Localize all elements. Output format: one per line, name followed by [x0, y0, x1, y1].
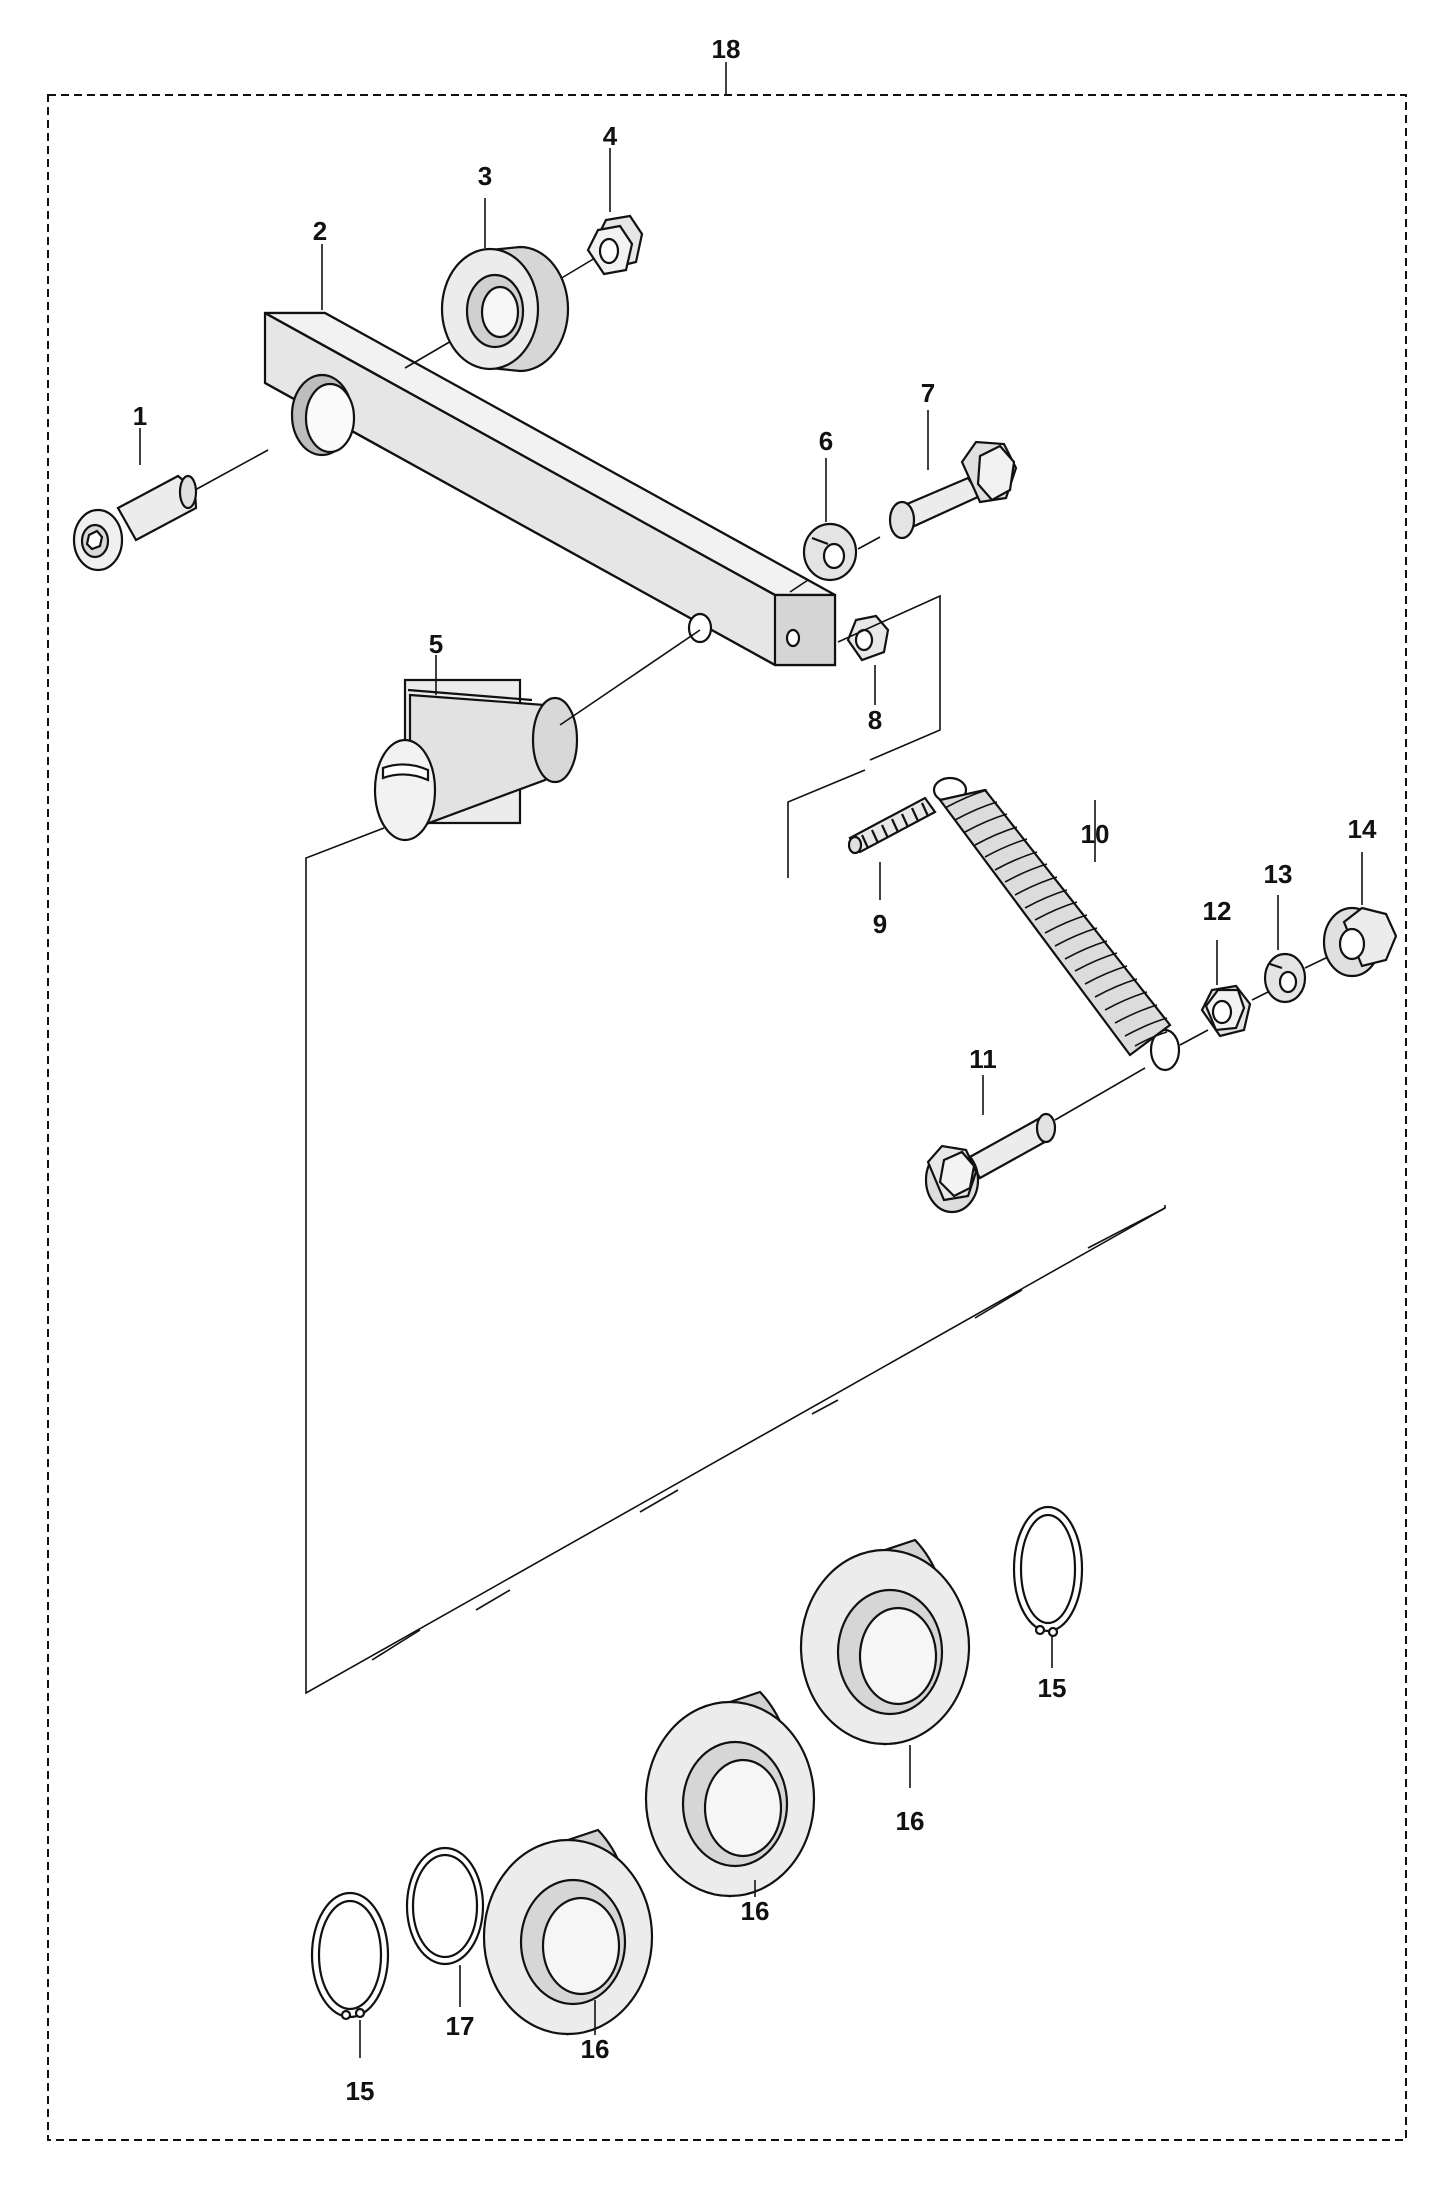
- part-3-bearing: [440, 245, 570, 373]
- label-14: 14: [1348, 814, 1377, 844]
- label-12: 12: [1203, 896, 1232, 926]
- label-18: 18: [712, 34, 741, 64]
- label-17: 17: [446, 2011, 475, 2041]
- part-16-right-bearing: [799, 1538, 971, 1746]
- label-16-middle: 16: [741, 1896, 770, 1926]
- label-6: 6: [819, 426, 833, 456]
- part-4-nut: [586, 214, 644, 276]
- part-1-screw: [72, 474, 198, 572]
- label-8: 8: [868, 705, 882, 735]
- part-6-washer: [802, 522, 858, 582]
- part-17-shim: [405, 1846, 485, 1966]
- part-16-middle-bearing: [644, 1690, 816, 1898]
- part-14-flange-nut: [1322, 906, 1398, 978]
- label-2: 2: [313, 216, 327, 246]
- part-15-upper-circlip: [1012, 1505, 1084, 1638]
- part-5-pin: [373, 678, 579, 842]
- label-13: 13: [1264, 859, 1293, 889]
- label-16-left: 16: [581, 2034, 610, 2064]
- label-11: 11: [969, 1044, 997, 1074]
- part-8-nut: [846, 614, 890, 662]
- label-15-upper: 15: [1038, 1673, 1067, 1703]
- label-7: 7: [921, 378, 935, 408]
- label-10: 10: [1081, 819, 1110, 849]
- part-10-spring: [932, 776, 1181, 1072]
- part-2-arm-plate: [263, 311, 837, 667]
- label-16-right: 16: [896, 1806, 925, 1836]
- part-15-lower-circlip: [310, 1891, 390, 2021]
- label-9: 9: [873, 909, 887, 939]
- part-7-bolt: [888, 440, 1018, 540]
- label-1: 1: [133, 401, 147, 431]
- part-12-nut: [1200, 984, 1252, 1038]
- label-5: 5: [429, 629, 443, 659]
- label-3: 3: [478, 161, 492, 191]
- assembly-boundary: [47, 94, 1407, 2141]
- part-9-stud: [847, 796, 937, 855]
- part-11-bolt: [924, 1112, 1057, 1214]
- part-13-washer: [1263, 952, 1307, 1004]
- part-16-left-bearing: [482, 1828, 654, 2036]
- label-15-lower: 15: [346, 2076, 375, 2106]
- label-4: 4: [603, 121, 618, 151]
